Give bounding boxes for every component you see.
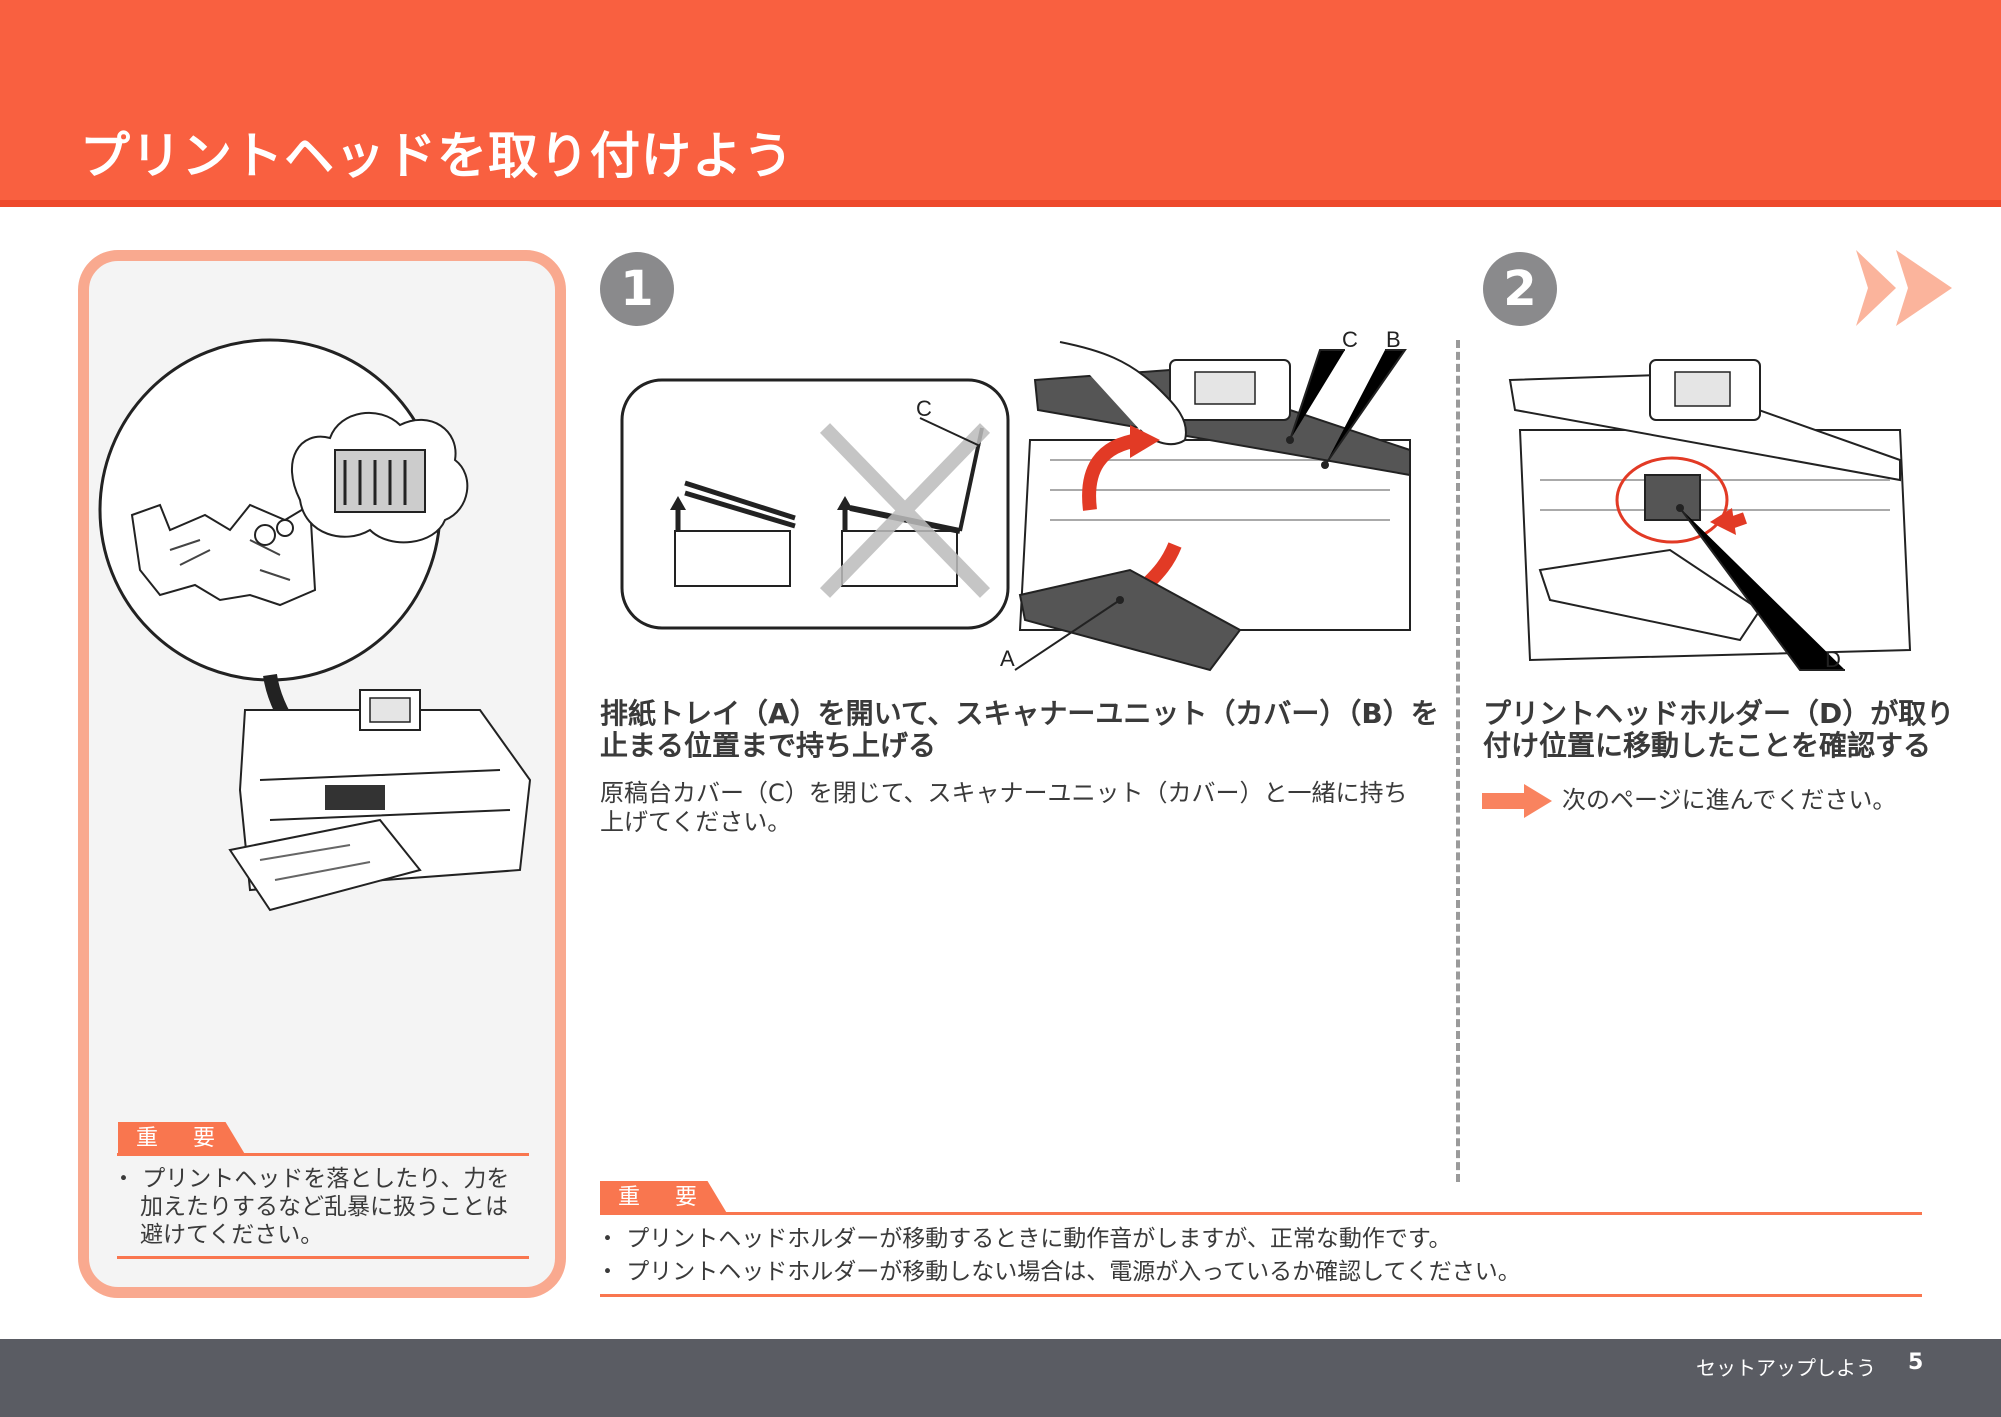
arrow-right-icon [1482,784,1552,818]
bottom-note-top-rule [600,1212,1922,1215]
label-c-inset: C [916,396,932,421]
page-footer [0,1339,2001,1417]
side-note-line: 避けてください。 [140,1222,324,1248]
step-2-title: プリントヘッドホルダー（D）が取り [1483,697,1955,730]
bottom-note-line: ・ プリントヘッドホルダーが移動しない場合は、電源が入っているか確認してください… [596,1259,1521,1285]
page-title: プリントヘッドを取り付けよう [80,127,794,185]
step-1-description: 上げてください。 [600,808,792,836]
side-note-line: 加えたりするなど乱暴に扱うことは [140,1194,508,1220]
side-note-line: ・ プリントヘッドを落としたり、力を [112,1166,510,1192]
step-1-title: 排紙トレイ（A）を開いて、スキャナーユニット（カバー）（B）を [600,697,1439,730]
page-header [0,0,2001,207]
label-c: C [1342,327,1358,352]
important-badge: 重 要 [118,1122,246,1156]
cover-closed-inset-illustration: C [620,378,1010,630]
bottom-note-line: ・ プリントヘッドホルダーが移動するときに動作音がしますが、正常な動作です。 [596,1226,1452,1252]
step-2-number: 2 [1483,252,1557,326]
next-page-text[interactable]: 次のページに進んでください。 [1562,786,1897,814]
label-d: D [1825,647,1841,672]
label-b: B [1386,327,1401,352]
printer-open-illustration: C B [1014,327,1411,672]
next-page-icon[interactable] [1856,250,1956,330]
printhead-handling-illustration [98,338,532,912]
side-note-bottom-rule [117,1256,529,1259]
printhead-holder-illustration: D [1508,359,1912,672]
label-a-svg: A [1000,646,1015,671]
step-divider [1456,340,1460,1182]
bottom-note-bottom-rule [600,1294,1922,1297]
step-1-number: 1 [600,252,674,326]
side-note-top-rule [117,1153,529,1156]
footer-section-label: セットアップしよう [1696,1356,1876,1380]
label-a: A [1000,646,1015,671]
header-divider [0,200,2001,207]
page-number: 5 [1908,1350,1924,1375]
step-2-title: 付け位置に移動したことを確認する [1483,729,1932,762]
step-1-description: 原稿台カバー（C）を閉じて、スキャナーユニット（カバー）と一緒に持ち [600,779,1408,807]
important-badge: 重 要 [600,1181,728,1215]
step-1-title: 止まる位置まで持ち上げる [600,729,937,762]
